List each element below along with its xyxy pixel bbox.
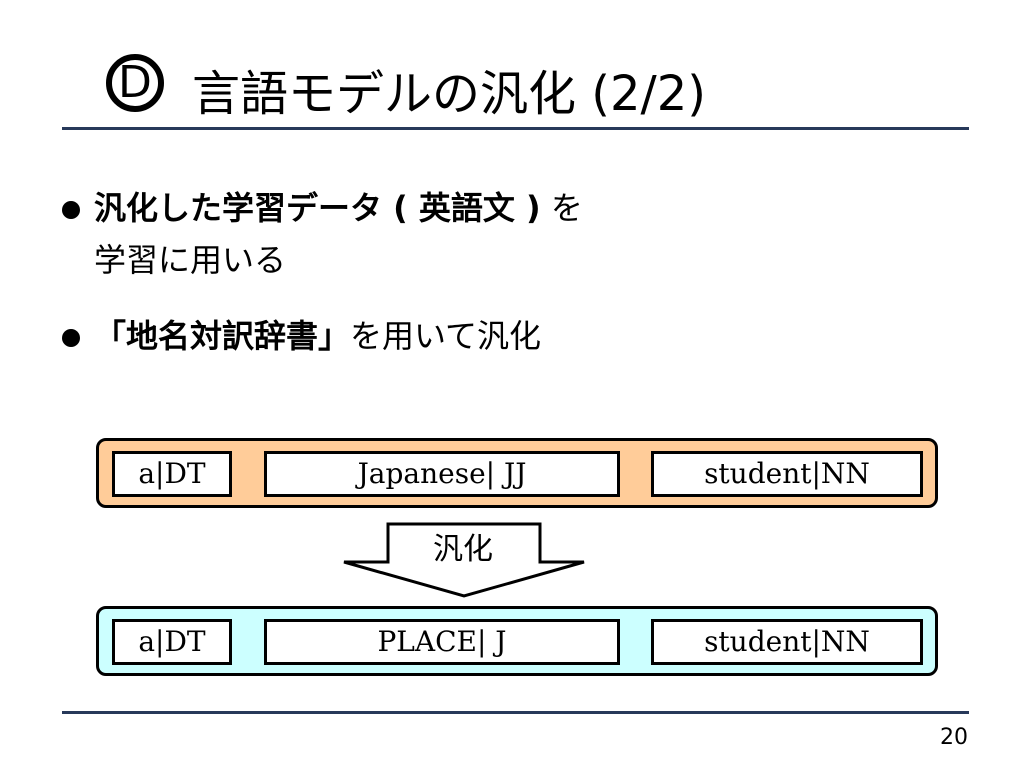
token-cell: PLACE| J bbox=[264, 619, 620, 665]
bullet-1-line-2: 学習に用いる bbox=[94, 241, 287, 279]
bullet-2-suffix: を用いて汎化 bbox=[350, 317, 542, 355]
arrow-label: 汎化 bbox=[433, 532, 493, 567]
token-cell: a|DT bbox=[112, 451, 232, 497]
bullet-1-emphasis: 汎化した学習データ ( 英語文 ) bbox=[94, 189, 541, 227]
bullet-1-line-1: 汎化した学習データ ( 英語文 ) を bbox=[94, 186, 583, 230]
token-cell: student|NN bbox=[651, 451, 923, 497]
token-cell: student|NN bbox=[651, 619, 923, 665]
title-text: 言語モデルの汎化 (2/2) bbox=[192, 66, 706, 122]
bullet-dot-icon bbox=[62, 329, 80, 347]
token-cell: a|DT bbox=[112, 619, 232, 665]
down-arrow-icon bbox=[343, 522, 585, 598]
page-number: 20 bbox=[940, 725, 968, 750]
token-cell: Japanese| JJ bbox=[264, 451, 620, 497]
bullet-2-emphasis: 「地名対訳辞書」 bbox=[94, 317, 351, 355]
generalized-tag-sequence: a|DT PLACE| J student|NN bbox=[96, 606, 938, 676]
original-tag-sequence: a|DT Japanese| JJ student|NN bbox=[96, 438, 938, 508]
title-underline bbox=[62, 127, 969, 130]
bullet-2-line: 「地名対訳辞書」を用いて汎化 bbox=[94, 314, 541, 358]
footer-rule bbox=[62, 711, 969, 714]
section-badge: D bbox=[106, 54, 164, 112]
bullet-1-suffix: を bbox=[540, 189, 583, 227]
bullet-dot-icon bbox=[62, 201, 80, 219]
